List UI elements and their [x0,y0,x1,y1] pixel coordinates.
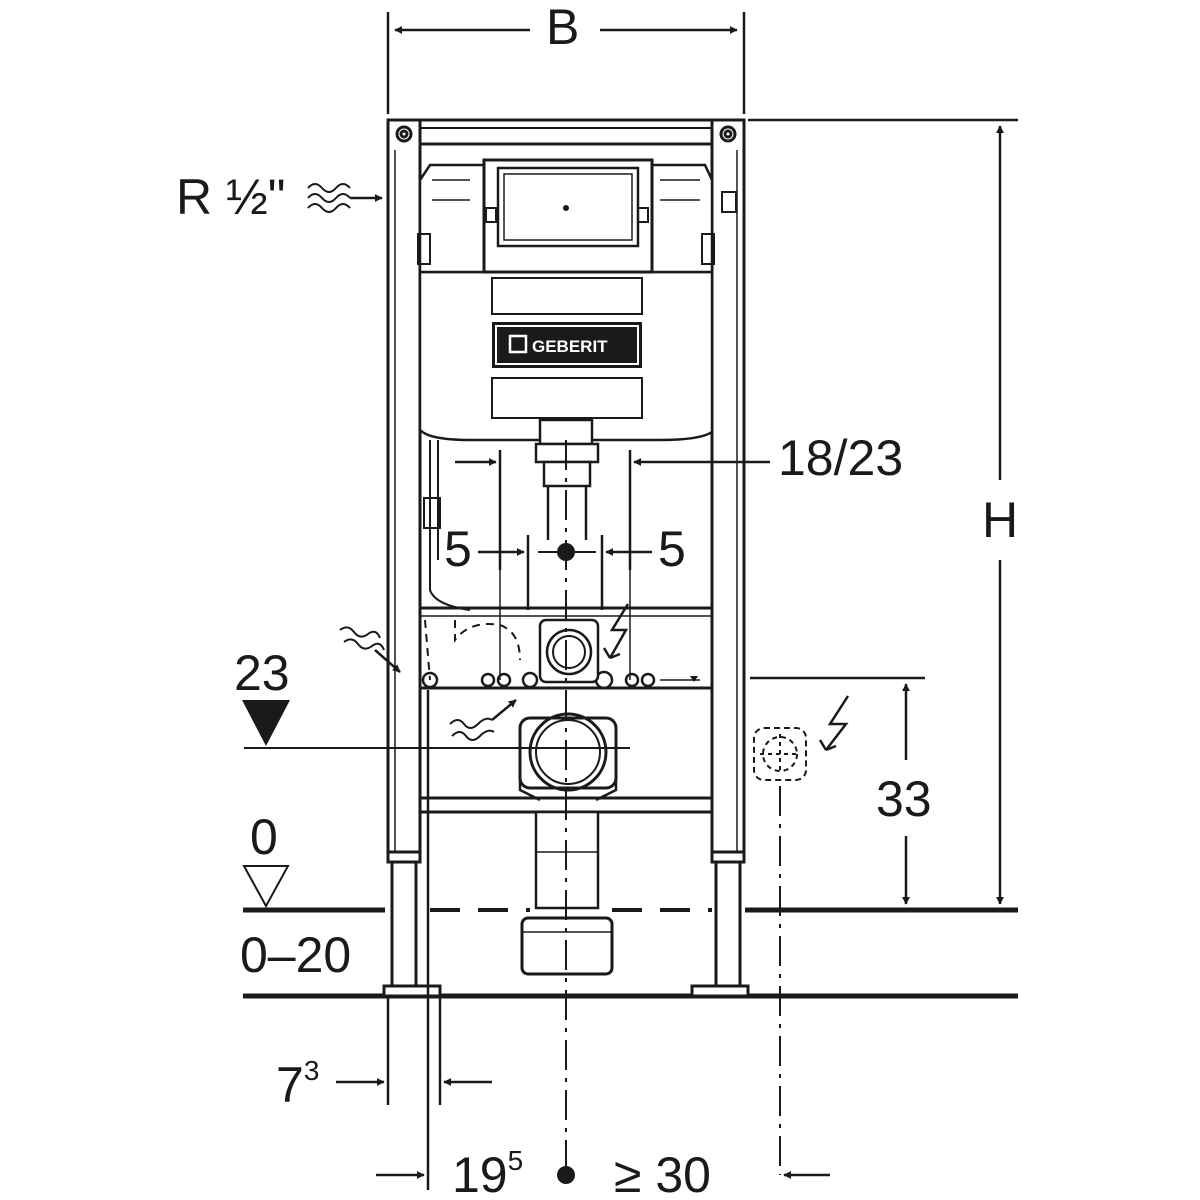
wavy-water-icon [307,183,351,213]
installation-frame [382,118,750,998]
floor-range-label: 0–20 [240,927,351,983]
offset-right-label: 5 [658,521,686,577]
lightning-icon [602,603,850,752]
socket-height-label: 33 [876,771,932,827]
floor-lines [243,907,1018,999]
outlet-label: 18/23 [778,430,903,486]
height-label: H [982,492,1018,548]
wavy-arrow-icon [339,626,495,741]
foot-offset-label: 73 [276,1055,319,1113]
drain-supply-area [244,440,700,1175]
pipe-height-label: 23 [234,645,290,701]
floor-level-label: 0 [250,809,278,865]
electric-socket [753,727,807,1175]
geberit-logo: GEBERIT [492,322,642,368]
floor-level-triangle [242,865,290,909]
width-label: B [546,0,579,55]
min-distance-label: ≥ 30 [614,1147,711,1200]
axis-distance-label: 195 [452,1145,523,1200]
dimension-lines [336,12,1018,1190]
labels: B H R ½" 18/23 5 5 23 33 0 0–20 73 195 ≥… [176,0,1018,1200]
logo-text: GEBERIT [532,337,608,356]
pipe-height-triangle [242,700,290,746]
supply-label: R ½" [176,169,285,225]
offset-left-label: 5 [444,521,472,577]
